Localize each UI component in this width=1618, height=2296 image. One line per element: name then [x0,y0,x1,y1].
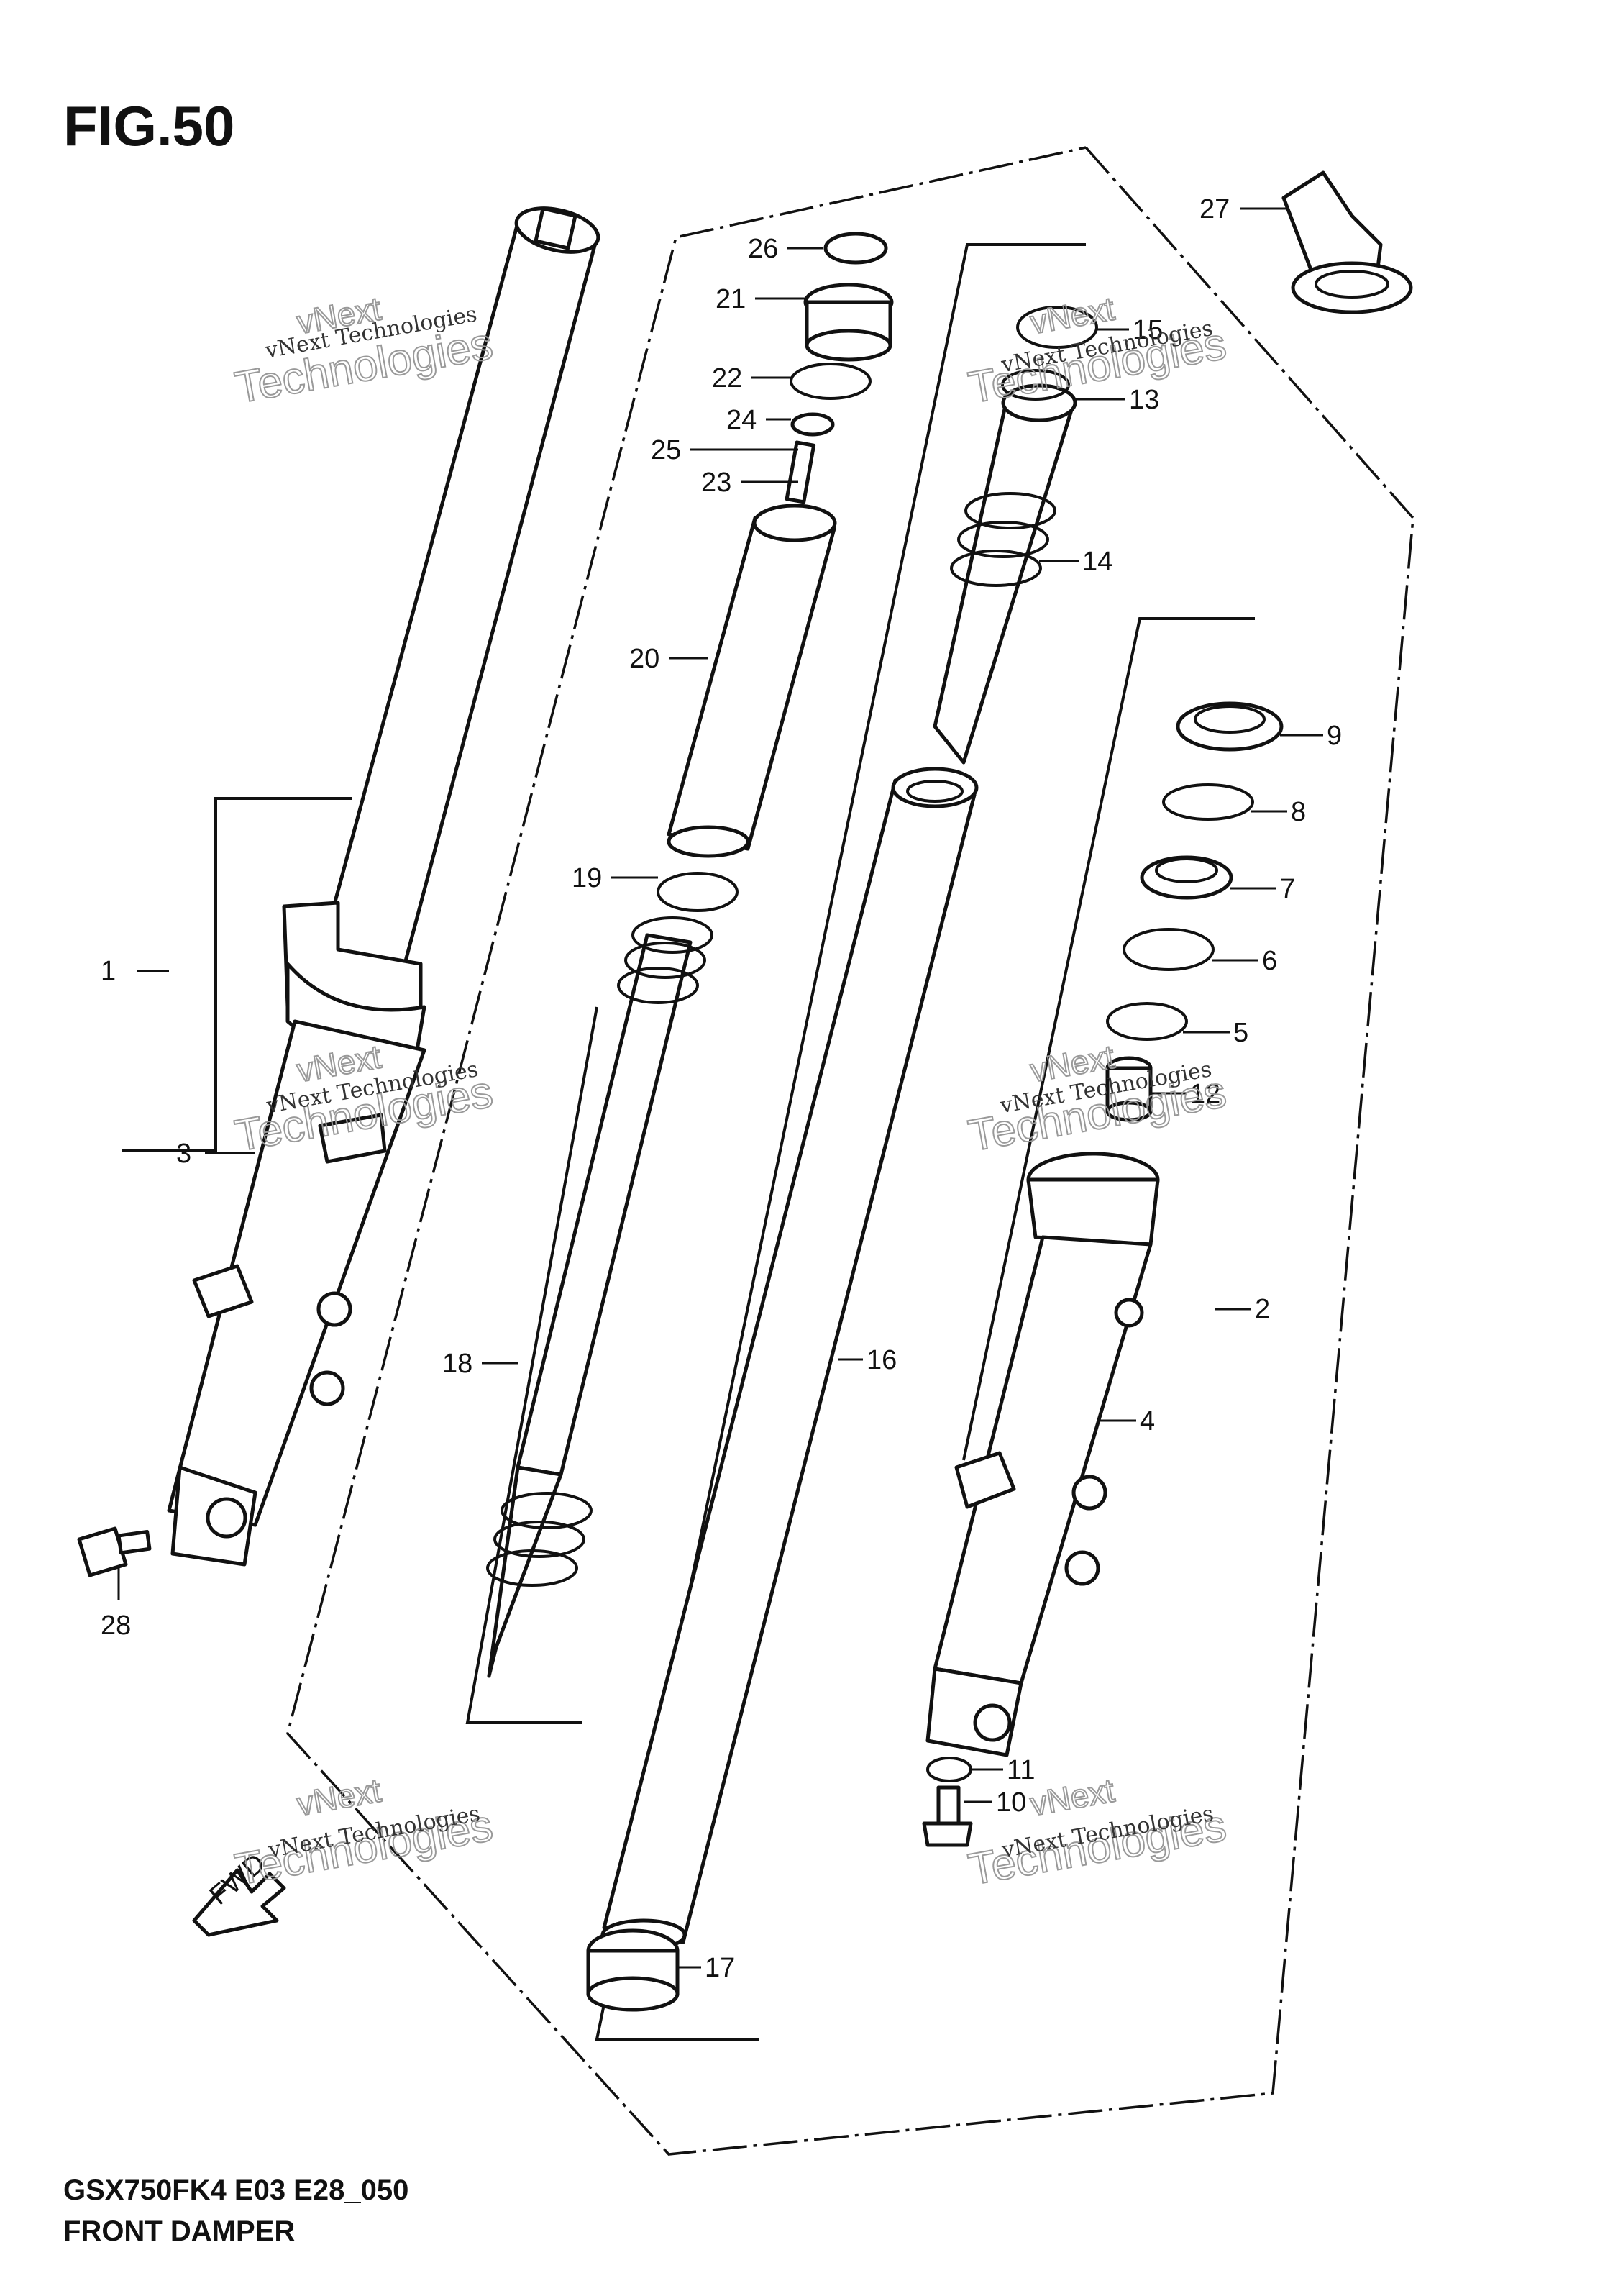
watermark-top-left: vNext Technologies vNext Technologies [231,289,497,414]
callout-8: 8 [1291,797,1306,827]
section-name: FRONT DAMPER [63,2215,295,2247]
part-25-adjuster [785,440,816,504]
watermark-mid-right: vNext Technologies vNext Technologies [964,1037,1230,1162]
callout-25: 25 [651,435,681,465]
callout-16: 16 [867,1345,897,1375]
part-19-ring [657,872,739,912]
part-7-oil-seal [1140,855,1233,900]
part-8-circlip [1162,783,1254,821]
callout-17: 17 [705,1953,735,1983]
callout-23: 23 [701,468,731,498]
part-28-bolt [77,1526,152,1577]
callout-22: 22 [712,363,742,393]
watermark-top-right: vNext Technologies vNext Technologies [964,289,1230,414]
callout-4: 4 [1140,1406,1155,1436]
part-9-dust-seal [1176,701,1284,752]
model-code: GSX750FK4 E03 E28_050 [63,2174,408,2206]
part-6-washer [1123,928,1215,971]
svg-text:vNext: vNext [1028,290,1117,342]
part-11-washer [926,1757,972,1782]
svg-text:vNext: vNext [294,1772,384,1823]
callout-21: 21 [716,284,746,314]
callout-20: 20 [629,644,659,674]
callout-leaders [117,207,1323,1969]
callout-26: 26 [748,234,778,264]
callout-19: 19 [572,863,602,893]
callout-27: 27 [1199,194,1230,224]
left-fork-assembly [167,206,600,1567]
part-10-bolt [922,1785,973,1847]
part-20-damper-cylinder [667,504,837,858]
callout-15: 15 [1133,315,1163,345]
callout-18: 18 [442,1349,472,1379]
callout-9: 9 [1327,721,1342,751]
callout-14: 14 [1082,547,1112,577]
callout-28: 28 [101,1611,131,1641]
callout-7: 7 [1280,874,1295,904]
bracket-left-fork [122,797,352,1152]
bracket-right-fork [962,617,1255,1461]
part-18-damper-rod [486,916,713,1678]
watermark-mid-left: vNext Technologies vNext Technologies [231,1037,497,1162]
part-13-spring-tube [933,369,1077,765]
part-4-right-outer-tube [925,1152,1160,1757]
part-21-cap-bolt [803,283,894,362]
callout-11: 11 [1007,1755,1035,1785]
callout-1: 1 [101,956,116,986]
callout-5: 5 [1233,1018,1248,1048]
part-27-dust-cover [1281,170,1413,314]
bracket-inner-tube [595,243,1086,2041]
callout-24: 24 [726,405,757,435]
callout-6: 6 [1262,946,1277,976]
callout-3: 3 [176,1139,191,1169]
assembly-outline [286,146,1414,2156]
callout-2: 2 [1255,1294,1270,1324]
part-12-bushing [1105,1056,1153,1122]
part-15-ring [1016,306,1098,349]
watermark-bottom-left: vNext Technologies vNext Technologies [231,1771,497,1896]
bracket-rod [465,1006,598,1724]
svg-text:vNext: vNext [1028,1772,1117,1823]
watermark-bottom-right: vNext Technologies vNext Technologies [964,1771,1230,1896]
callout-12: 12 [1190,1079,1220,1109]
part-17-bushing [586,1928,680,2012]
callout-10: 10 [996,1787,1026,1818]
part-22-o-ring [790,363,872,400]
part-14-spring [950,492,1056,587]
part-24-ring [790,412,835,437]
callout-13: 13 [1129,385,1159,415]
figure-title: FIG.50 [63,94,234,158]
part-5-bushing [1106,1002,1188,1041]
callout-labels: 1 2 3 4 5 6 7 8 9 10 11 12 13 14 15 16 1… [101,194,1342,1983]
part-26-washer [823,232,888,265]
